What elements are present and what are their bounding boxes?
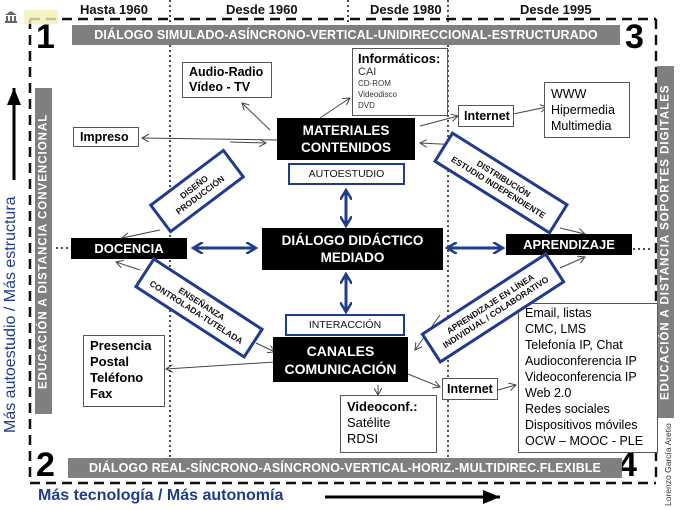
author-credit: Lorenzo García Aretio [663, 423, 673, 506]
left-side-bar: EDUCACIÓN A DISTANCIA CONVENCIONAL [35, 88, 52, 414]
media-item: Email, listas [525, 306, 592, 320]
media-item: Videodisco [358, 90, 397, 99]
impreso-box: Impreso [73, 127, 139, 147]
media-item: Multimedia [551, 119, 612, 133]
media-item: Satélite [347, 415, 391, 430]
logo-mark-icon [24, 10, 58, 24]
web-box: WWW Hipermedia Multimedia [544, 82, 630, 138]
media-item: Videoconferencia IP [525, 370, 637, 384]
node-label: DIÁLOGO DIDÁCTICO [281, 233, 424, 248]
quadrant-number: 1 [36, 18, 55, 56]
informaticos-box: Informáticos: CAI CD-ROM Videodisco DVD [352, 48, 448, 116]
digital-tools-box: Email, listas CMC, LMS Telefonía IP, Cha… [518, 303, 658, 453]
horizontal-axis-label: Más tecnología / Más autonomía [38, 487, 284, 504]
media-title: Videoconf.: [347, 399, 418, 414]
interaccion-label: INTERACCIÓN [285, 314, 405, 336]
node-label: CONTENIDOS [300, 140, 391, 155]
node-label: MATERIALES [302, 123, 390, 138]
media-item: Redes sociales [525, 402, 610, 416]
media-item: Fax [90, 386, 113, 401]
docencia-node: DOCENCIA [71, 238, 187, 259]
materiales-node: MATERIALES CONTENIDOS [277, 118, 415, 160]
media-item: Hipermedia [551, 103, 615, 117]
node-label: MEDIADO [320, 250, 385, 265]
media-item: Web 2.0 [525, 386, 572, 400]
quadrant-number: 4 [618, 446, 637, 484]
media-item: WWW [551, 87, 587, 101]
videoconf-box: Videoconf.: Satélite RDSI [340, 395, 437, 453]
media-item: CAI [358, 66, 377, 78]
media-item: RDSI [347, 431, 379, 446]
aprendizaje-node: APRENDIZAJE [506, 234, 632, 255]
internet-top-box: Internet [458, 105, 514, 127]
autoestudio-label: AUTOESTUDIO [288, 163, 405, 185]
audio-radio-box: Audio-Radio Vídeo - TV [182, 62, 272, 98]
era-label: Desde 1980 [370, 2, 442, 17]
top-banner: DIÁLOGO SIMULADO-ASÍNCRONO-VERTICAL-UNID… [72, 25, 620, 45]
media-item: Postal [90, 354, 130, 369]
node-label: COMUNICACIÓN [284, 360, 397, 377]
era-label: Hasta 1960 [80, 2, 148, 17]
quadrant-number: 2 [36, 446, 55, 484]
era-label: Desde 1960 [226, 2, 298, 17]
presencia-box: Presencia Postal Teléfono Fax [83, 335, 165, 407]
right-side-bar: EDUCACIÓN A DISTANCIA SOPORTES DIGITALES [657, 66, 674, 418]
media-item: Dispositivos móviles [525, 418, 638, 432]
logo-icon [4, 10, 18, 24]
vertical-axis-label: Más autoestudio / Más estructura [2, 196, 19, 434]
media-item: DVD [358, 101, 375, 110]
media-item: Audio-Radio [189, 65, 264, 79]
bottom-banner: DIÁLOGO REAL-SÍNCRONO-ASÍNCRONO-VERTICAL… [68, 458, 622, 478]
internet-bottom-box: Internet [442, 378, 498, 400]
media-item: CMC, LMS [525, 322, 587, 336]
era-label: Desde 1995 [520, 2, 592, 17]
media-item: Vídeo - TV [189, 80, 251, 94]
media-item: OCW – MOOC - PLE [525, 434, 644, 448]
media-item: Audioconferencia IP [525, 354, 637, 368]
media-item: Telefonía IP, Chat [525, 338, 623, 352]
media-title: Informáticos: [358, 51, 441, 66]
media-item: CD-ROM [358, 79, 391, 88]
quadrant-number: 3 [625, 18, 644, 56]
node-label: CANALES [306, 342, 375, 359]
canales-node: CANALES COMUNICACIÓN [273, 337, 408, 382]
dialogo-node: DIÁLOGO DIDÁCTICO MEDIADO [262, 228, 443, 270]
media-item: Presencia [90, 338, 152, 353]
media-item: Teléfono [90, 370, 144, 385]
